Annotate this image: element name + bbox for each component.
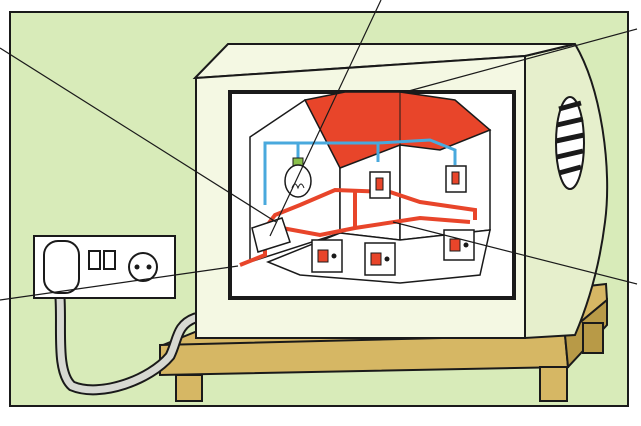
leader-line xyxy=(269,0,382,237)
power-socket-icon xyxy=(311,239,343,273)
label-leader-lines xyxy=(0,0,638,301)
light-switch-icon xyxy=(369,171,391,199)
roof xyxy=(303,91,492,169)
tv-cabinet-side xyxy=(524,42,609,340)
lighting-circuit xyxy=(263,138,457,205)
plug-cable xyxy=(54,292,201,396)
leader-line xyxy=(392,221,638,285)
power-socket-icon xyxy=(443,229,475,261)
leader-line xyxy=(0,265,239,301)
speaker-grille-icon xyxy=(555,96,585,190)
wall-plug-socket-icon xyxy=(33,235,176,299)
leader-line xyxy=(0,47,277,223)
house-cutaway xyxy=(239,91,492,284)
power-socket-icon xyxy=(364,242,396,276)
leader-line xyxy=(404,28,638,93)
light-switch-icon xyxy=(445,165,467,193)
